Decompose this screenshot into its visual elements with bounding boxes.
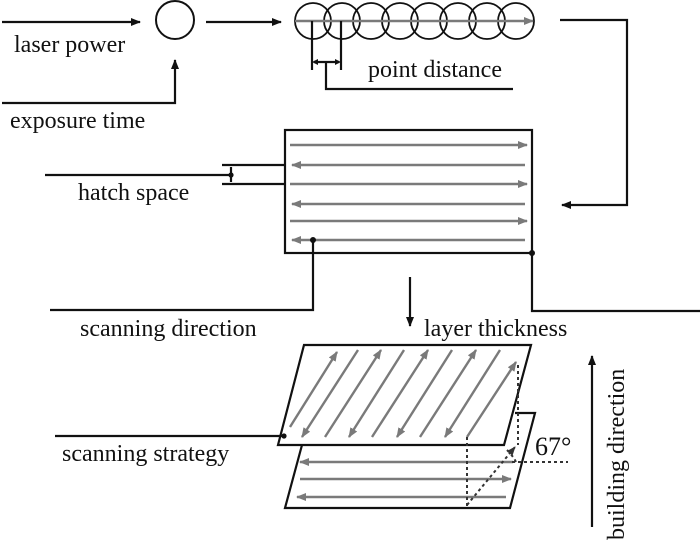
upper-hatch-vector: [418, 349, 478, 438]
laser-power-label: laser power: [14, 32, 125, 58]
upper-hatch-vector: [395, 349, 454, 438]
hatched-layer-group: hatch space scanning direction layer thi…: [45, 128, 700, 342]
laser-point-circle: [155, 0, 195, 40]
exposure-time-label: exposure time: [10, 108, 145, 134]
upper-hatch-vector: [443, 349, 502, 438]
exposure-time-arrow: [2, 59, 179, 105]
scanning-direction-label: scanning direction: [80, 316, 257, 342]
upper-hatch-vector: [370, 349, 430, 438]
point-distance-label: point distance: [368, 57, 502, 83]
laser-input-group: laser power exposure time: [2, 0, 282, 134]
point-distance-leader: [324, 62, 513, 91]
upper-hatch-vector: [288, 351, 339, 428]
upper-layer-outline: [276, 343, 533, 447]
upper-hatch-vector: [347, 349, 406, 438]
building-direction-label: building direction: [604, 369, 630, 540]
dimension-arrowhead: [335, 59, 341, 65]
upper-hatch-vector: [300, 349, 360, 438]
rotation-angle-label: 67°: [535, 432, 571, 461]
point-sequence-group: point distance: [294, 2, 629, 209]
layer-thickness-leader: [530, 253, 700, 313]
upper-hatch-vector: [465, 361, 518, 438]
hatch-space-label: hatch space: [78, 180, 189, 206]
scanning-strategy-label: scanning strategy: [62, 441, 229, 467]
leader-dot: [310, 237, 316, 243]
sequence-to-layer-arrow: [560, 18, 629, 209]
dimension-arrowhead: [312, 59, 318, 65]
leader-dot: [529, 250, 535, 256]
upper-hatch-vector: [323, 349, 383, 438]
layer-thickness-label: layer thickness: [424, 316, 567, 342]
rotation-direction-arrow: [466, 446, 516, 506]
angle-arc: [506, 449, 517, 463]
layer-rectangle: [283, 128, 534, 255]
stacked-layers-group: 67° scanning strategy building direction: [55, 343, 630, 540]
lower-layer-outline: [283, 411, 537, 510]
scanning-direction-leader: [50, 240, 315, 312]
